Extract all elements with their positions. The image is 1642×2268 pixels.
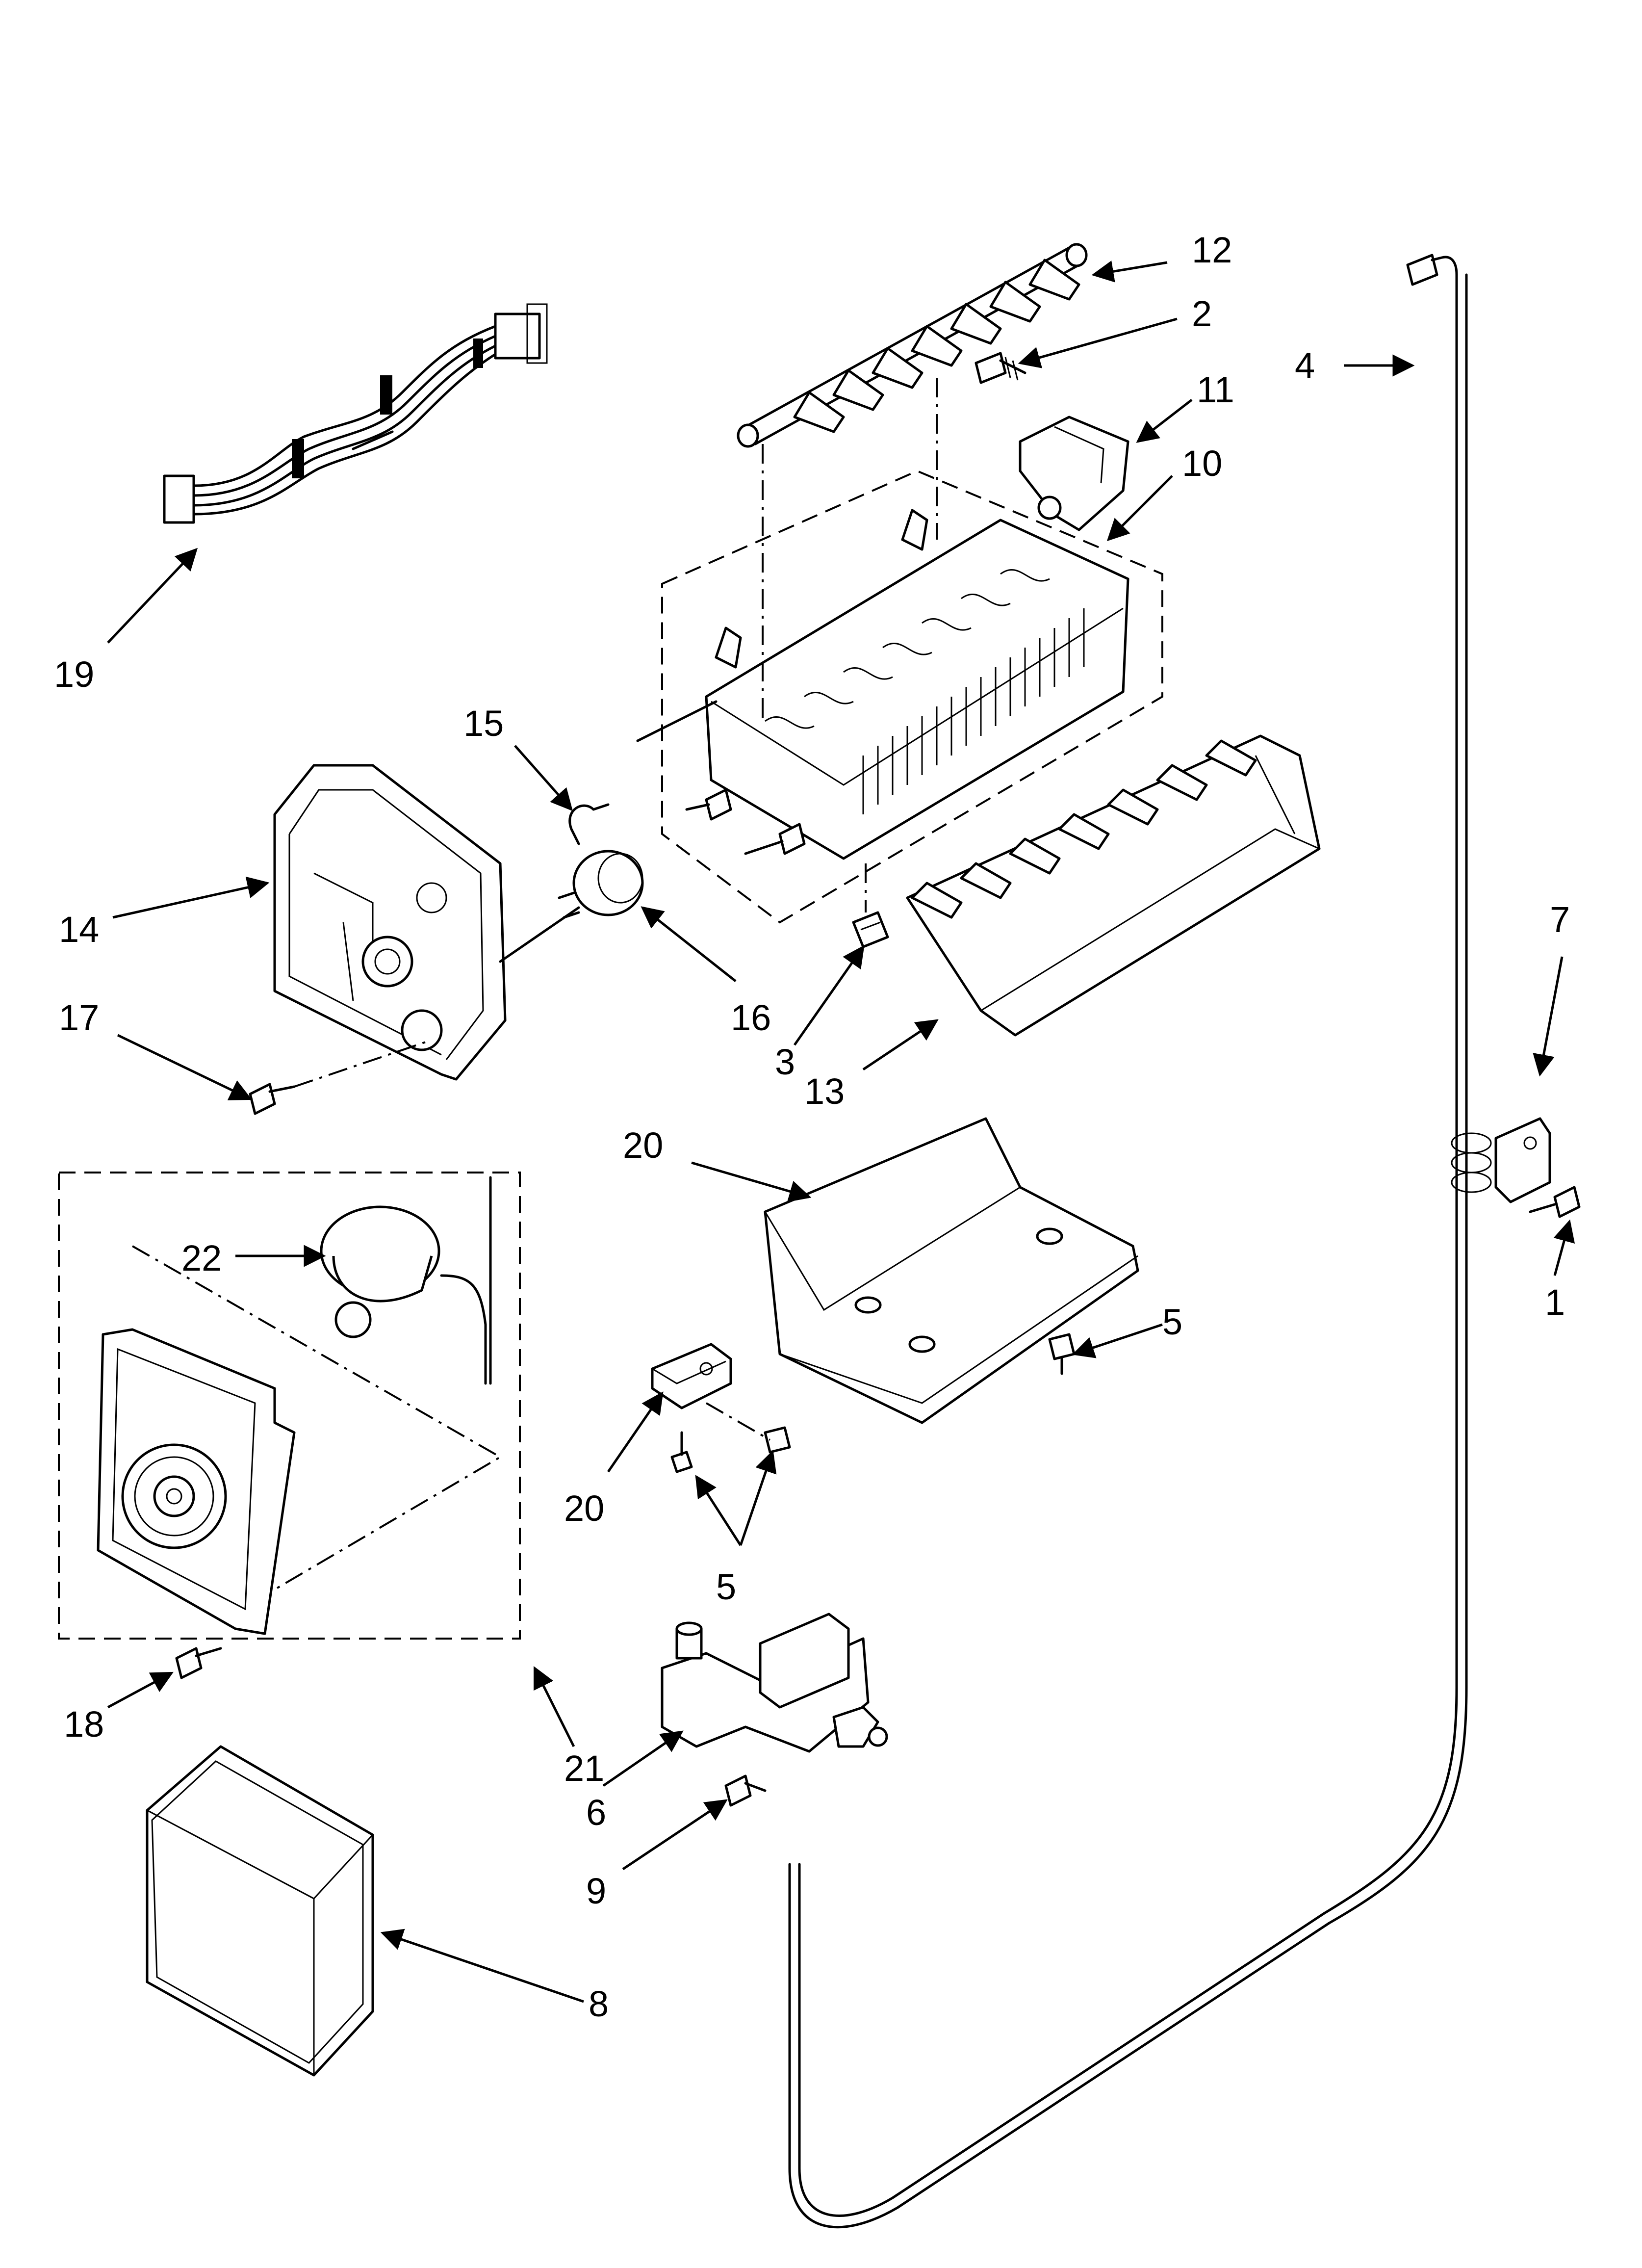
ejector-assembly-part bbox=[737, 243, 1088, 448]
wire-harness-part bbox=[163, 303, 548, 524]
callout-22: 22 bbox=[181, 1238, 222, 1278]
callout-14: 14 bbox=[59, 909, 99, 950]
callout-8: 8 bbox=[589, 1983, 609, 2024]
ice-bin-cover-part bbox=[764, 1117, 1139, 1424]
callout-19: 19 bbox=[54, 654, 94, 695]
callout-10: 10 bbox=[1182, 443, 1222, 484]
callout-2: 2 bbox=[1192, 293, 1212, 334]
small-bracket-part bbox=[651, 1343, 732, 1409]
callout-labels: 12 2 4 11 10 19 15 14 16 3 13 17 7 20 1 … bbox=[54, 230, 1570, 2024]
callout-16: 16 bbox=[731, 997, 771, 1038]
water-valve-part bbox=[661, 1613, 888, 1753]
clamp-part bbox=[1451, 1117, 1551, 1203]
icemaker-mold-part bbox=[636, 469, 1163, 924]
callout-6: 6 bbox=[586, 1792, 606, 1833]
motor-part bbox=[320, 1176, 492, 1385]
clip-part-15 bbox=[568, 803, 610, 845]
ice-stripper-part bbox=[906, 734, 1321, 1037]
callout-17: 17 bbox=[59, 997, 99, 1038]
pad-part bbox=[146, 1745, 374, 2077]
screw-part-5b bbox=[670, 1402, 791, 1473]
screw-part-9 bbox=[724, 1774, 767, 1807]
water-fill-tube-part bbox=[788, 254, 1468, 2229]
callout-13: 13 bbox=[804, 1071, 845, 1112]
callout-20-bin-cover: 20 bbox=[623, 1125, 663, 1166]
callout-7: 7 bbox=[1550, 899, 1570, 940]
leader-arrows bbox=[107, 261, 1575, 2003]
callout-11: 11 bbox=[1197, 369, 1234, 410]
icemaker-motor-module-part bbox=[58, 1172, 521, 1640]
thermostat-part bbox=[499, 850, 644, 963]
callout-15: 15 bbox=[463, 703, 504, 744]
callout-12: 12 bbox=[1192, 230, 1232, 270]
bracket-part-11 bbox=[1019, 416, 1129, 531]
callout-3: 3 bbox=[775, 1042, 795, 1082]
icemaker-housing-part bbox=[273, 764, 507, 1081]
callout-4: 4 bbox=[1295, 345, 1315, 386]
screw-part-17 bbox=[249, 1039, 432, 1115]
callout-5-bracket: 5 bbox=[716, 1566, 736, 1607]
callout-21: 21 bbox=[564, 1748, 604, 1789]
screw-part-2 bbox=[975, 352, 1026, 384]
screw-part-18 bbox=[175, 1647, 222, 1679]
clip-part-3 bbox=[852, 911, 889, 948]
screw-part-1 bbox=[1529, 1186, 1581, 1218]
callout-9: 9 bbox=[586, 1871, 606, 1911]
screw-part-5a bbox=[1048, 1333, 1076, 1375]
callout-20-bracket: 20 bbox=[564, 1488, 604, 1529]
callout-1: 1 bbox=[1545, 1282, 1565, 1323]
callout-5-bin-cover: 5 bbox=[1162, 1302, 1182, 1342]
callout-18: 18 bbox=[64, 1704, 104, 1745]
